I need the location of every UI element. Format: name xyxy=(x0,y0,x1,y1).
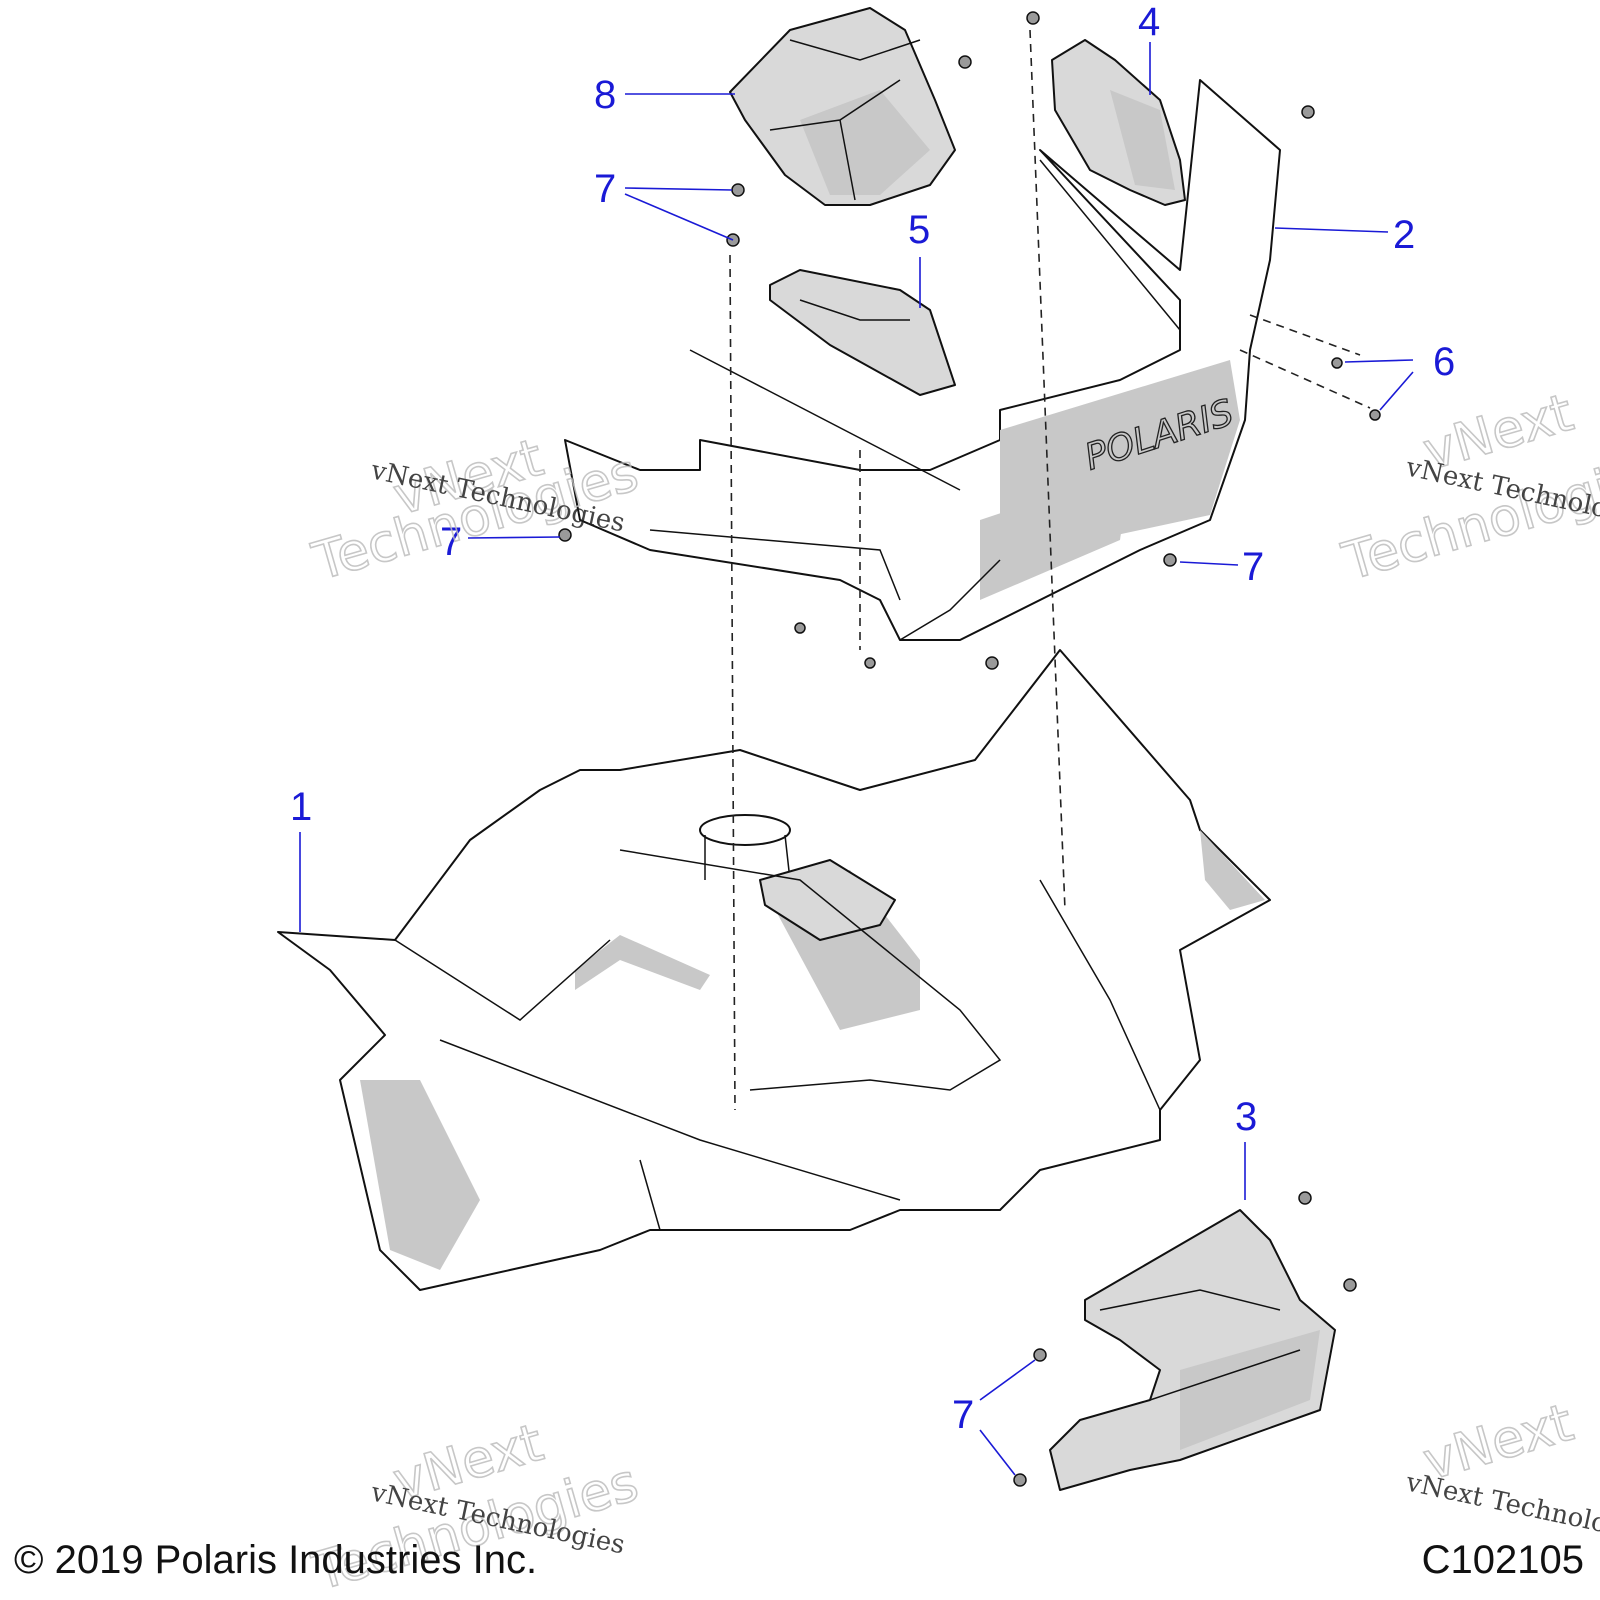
callout-8: 8 xyxy=(594,73,616,117)
part-5-cover xyxy=(769,269,956,396)
callout-7: 7 xyxy=(594,167,616,211)
part-2-front-fascia: POLARIS xyxy=(564,79,1281,641)
callout-5: 5 xyxy=(908,208,930,252)
fastener xyxy=(1331,357,1343,369)
callout-7: 7 xyxy=(1242,545,1264,589)
leader-lines xyxy=(299,42,1414,1476)
alignment-lines xyxy=(729,29,1371,1111)
fastener xyxy=(558,528,572,542)
fastener xyxy=(1298,1191,1312,1205)
callout-6: 6 xyxy=(1433,340,1455,384)
fastener xyxy=(1301,105,1315,119)
fastener xyxy=(985,656,999,670)
copyright-text: © 2019 Polaris Industries Inc. xyxy=(14,1538,538,1582)
fastener xyxy=(731,183,745,197)
fastener xyxy=(1026,11,1040,25)
callout-2: 2 xyxy=(1393,213,1415,257)
fastener xyxy=(1369,409,1381,421)
callout-7: 7 xyxy=(440,520,462,564)
fastener xyxy=(958,55,972,69)
drawing-number: C102105 xyxy=(1421,1538,1584,1582)
part-4-bracket xyxy=(1051,39,1186,206)
fastener xyxy=(1163,553,1177,567)
fastener xyxy=(1343,1278,1357,1292)
fastener xyxy=(864,657,876,669)
callout-4: 4 xyxy=(1138,0,1160,44)
fastener xyxy=(1013,1473,1027,1487)
part-8-cover xyxy=(729,7,956,206)
callout-1: 1 xyxy=(290,785,312,829)
callout-3: 3 xyxy=(1235,1095,1257,1139)
part-1-hood xyxy=(277,649,1271,1291)
fastener xyxy=(794,622,806,634)
callouts: 1 2 3 4 5 6 7 7 7 7 8 xyxy=(290,0,1455,1437)
part-3-lower-cover xyxy=(1049,1209,1336,1491)
callout-7: 7 xyxy=(952,1393,974,1437)
fastener xyxy=(1033,1348,1047,1362)
